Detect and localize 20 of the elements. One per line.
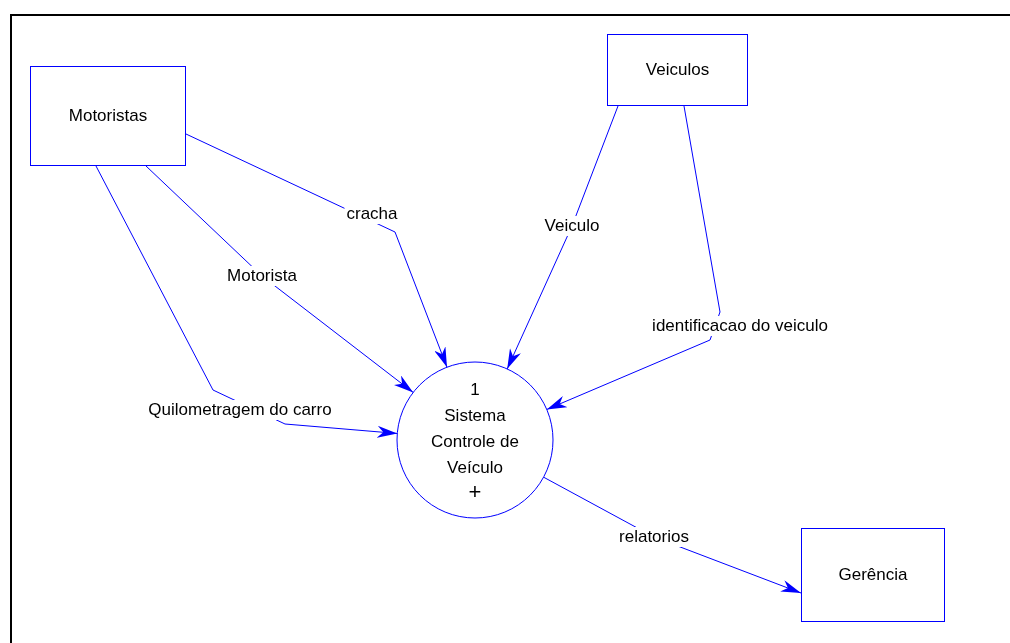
entity-label: Gerência <box>838 564 908 587</box>
plus-sign: + <box>468 481 482 503</box>
process-label: Sistema Controle de Veículo <box>430 405 520 479</box>
entity-box <box>30 66 186 166</box>
entity-label: Veiculos <box>645 59 710 82</box>
entity-label: Motoristas <box>68 105 148 128</box>
edge-label: relatorios <box>617 527 691 547</box>
arrow <box>185 133 448 368</box>
edge-label: cracha <box>344 204 400 224</box>
entity-box <box>801 528 945 622</box>
process-number: 1 <box>470 379 480 401</box>
edge-label: Quilometragem do carro <box>146 400 334 420</box>
edge-label: Motorista <box>225 266 299 286</box>
arrow <box>145 165 414 393</box>
arrow <box>506 105 619 370</box>
edge-label: Veiculo <box>542 216 602 236</box>
entity-box <box>607 34 748 106</box>
edge-label: identificacao do veiculo <box>650 316 830 336</box>
arrow <box>546 105 721 410</box>
arrow <box>95 165 398 438</box>
